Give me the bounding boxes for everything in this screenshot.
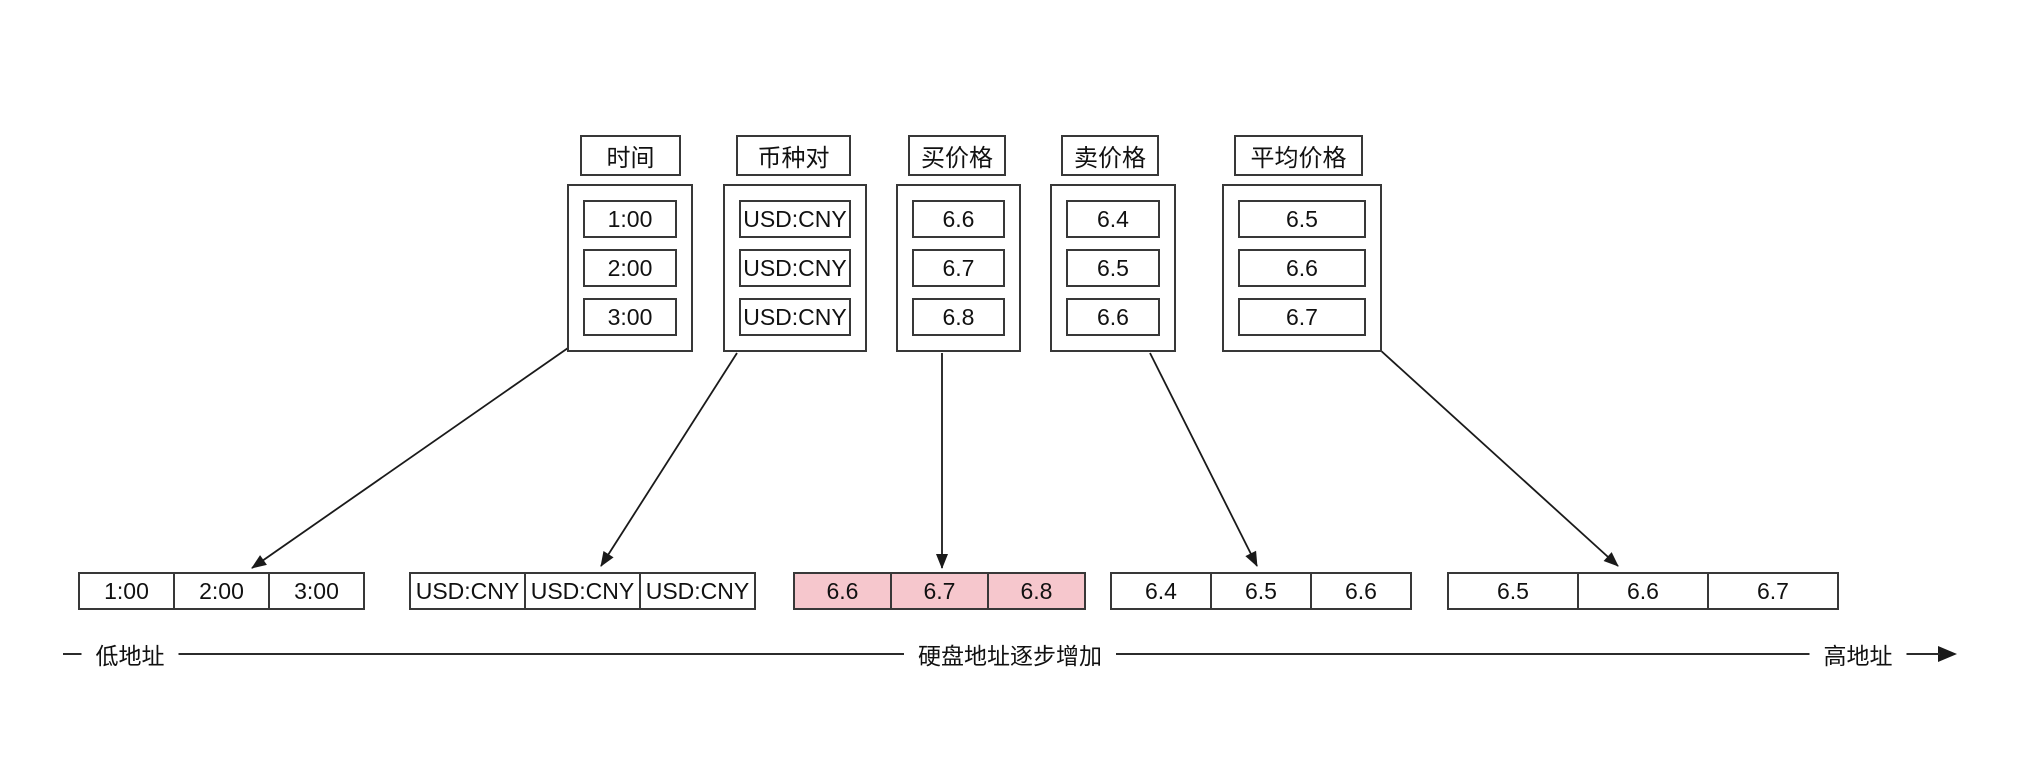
arrow-pair-column-icon <box>600 352 738 567</box>
column-cell: 6.6 <box>1238 249 1366 287</box>
column-buy-price: 6.6 6.7 6.8 <box>896 184 1021 352</box>
storage-cell-highlighted: 6.6 <box>793 572 892 610</box>
storage-row-avg-price: 6.5 6.6 6.7 <box>1447 572 1839 610</box>
arrow-sell-column-icon <box>1149 352 1258 567</box>
axis-label-address-increase: 硬盘地址逐步增加 <box>904 635 1116 673</box>
column-cell: USD:CNY <box>739 249 851 287</box>
storage-cell: USD:CNY <box>639 572 756 610</box>
column-cell: 6.4 <box>1066 200 1160 238</box>
storage-cell: USD:CNY <box>409 572 526 610</box>
column-cell: 6.8 <box>912 298 1005 336</box>
column-time: 1:00 2:00 3:00 <box>567 184 693 352</box>
column-header-buy-price: 买价格 <box>908 135 1006 176</box>
storage-row-sell-price: 6.4 6.5 6.6 <box>1110 572 1412 610</box>
storage-cell: 2:00 <box>173 572 270 610</box>
column-cell: 6.5 <box>1066 249 1160 287</box>
storage-cell-highlighted: 6.8 <box>987 572 1086 610</box>
column-header-pair: 币种对 <box>736 135 851 176</box>
storage-cell: 6.5 <box>1447 572 1579 610</box>
storage-row-time: 1:00 2:00 3:00 <box>78 572 365 610</box>
column-header-sell-price: 卖价格 <box>1061 135 1159 176</box>
column-header-avg-price: 平均价格 <box>1234 135 1363 176</box>
column-cell: 3:00 <box>583 298 677 336</box>
column-cell: USD:CNY <box>739 200 851 238</box>
storage-cell: 6.6 <box>1310 572 1412 610</box>
axis-label-high-address: 高地址 <box>1809 635 1907 673</box>
arrow-avg-column-icon <box>1378 348 1619 567</box>
axis-label-low-address: 低地址 <box>81 635 179 673</box>
column-cell: 6.7 <box>1238 298 1366 336</box>
storage-row-pair: USD:CNY USD:CNY USD:CNY <box>409 572 756 610</box>
column-header-time: 时间 <box>580 135 681 176</box>
column-pair: USD:CNY USD:CNY USD:CNY <box>723 184 867 352</box>
storage-cell: 6.6 <box>1577 572 1709 610</box>
storage-cell: 6.4 <box>1110 572 1212 610</box>
storage-cell: 6.5 <box>1210 572 1312 610</box>
storage-cell: 6.7 <box>1707 572 1839 610</box>
arrow-time-column-icon <box>251 347 569 569</box>
column-cell: 1:00 <box>583 200 677 238</box>
storage-row-buy-price: 6.6 6.7 6.8 <box>793 572 1086 610</box>
column-cell: 2:00 <box>583 249 677 287</box>
storage-cell-highlighted: 6.7 <box>890 572 989 610</box>
column-cell: 6.6 <box>1066 298 1160 336</box>
column-cell: 6.7 <box>912 249 1005 287</box>
column-sell-price: 6.4 6.5 6.6 <box>1050 184 1176 352</box>
column-cell: USD:CNY <box>739 298 851 336</box>
column-cell: 6.5 <box>1238 200 1366 238</box>
axis-arrowhead-icon <box>1938 646 1957 662</box>
storage-cell: 3:00 <box>268 572 365 610</box>
storage-cell: USD:CNY <box>524 572 641 610</box>
column-cell: 6.6 <box>912 200 1005 238</box>
column-avg-price: 6.5 6.6 6.7 <box>1222 184 1382 352</box>
storage-cell: 1:00 <box>78 572 175 610</box>
